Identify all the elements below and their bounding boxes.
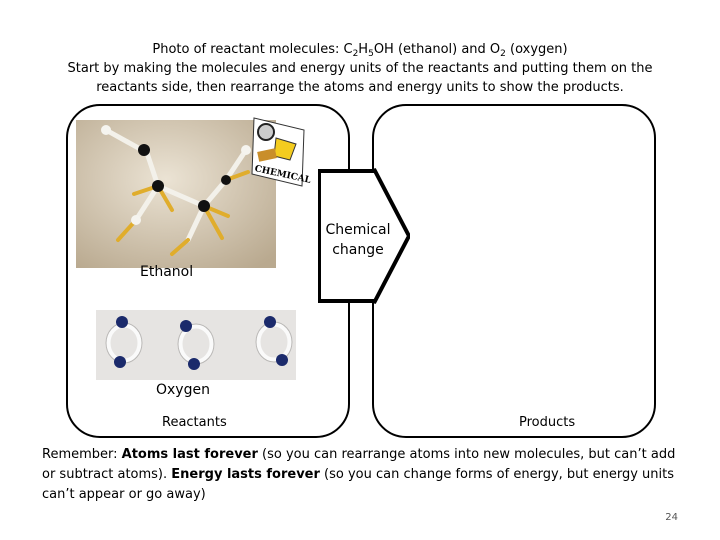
note-text: (so you can rearrange atoms into new mol…	[42, 447, 676, 482]
note-bold-atoms: Atoms last forever	[121, 447, 258, 462]
header-text: Photo of reactant molecules: C	[152, 42, 353, 57]
page-number: 24	[665, 512, 678, 523]
remember-note: Remember: Atoms last forever (so you can…	[42, 445, 692, 505]
chemical-change-arrow	[318, 168, 410, 304]
header-line-1: Photo of reactant molecules: C2H5OH (eth…	[0, 40, 720, 59]
oxygen-label: Oxygen	[156, 382, 210, 398]
header-line-2: Start by making the molecules and energy…	[67, 61, 653, 76]
arrow-label: Chemical change	[325, 222, 391, 258]
ethanol-photo	[76, 120, 276, 268]
oxygen-photo	[96, 310, 296, 380]
note-bold-energy: Energy lasts forever	[171, 467, 320, 482]
slide-header: Photo of reactant molecules: C2H5OH (eth…	[0, 40, 720, 97]
ethanol-label: Ethanol	[140, 264, 194, 280]
note-text: Remember:	[42, 447, 122, 462]
header-line-3: reactants side, then rearrange the atoms…	[96, 80, 624, 95]
subscript: 5	[368, 49, 374, 59]
products-box	[372, 104, 656, 438]
subscript: 2	[352, 49, 359, 59]
products-label: Products	[519, 415, 576, 430]
reactants-label: Reactants	[162, 415, 227, 430]
header-text: H	[358, 42, 369, 57]
note-text: (so you can change forms of energy, but …	[42, 467, 675, 502]
header-text: (oxygen)	[505, 42, 568, 57]
header-text: OH (ethanol) and O	[373, 42, 501, 57]
subscript: 2	[500, 49, 506, 59]
chemical-logo: CHEMICAL	[250, 116, 312, 188]
